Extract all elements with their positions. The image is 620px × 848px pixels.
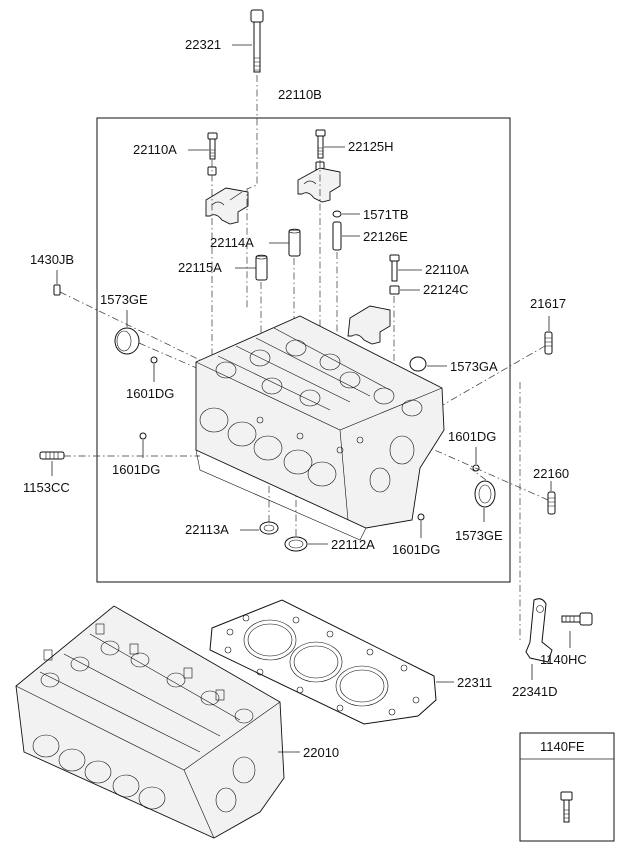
cam-cap-right <box>297 167 341 203</box>
label-1601DG-4: 1601DG <box>392 542 440 557</box>
cap-bolt-22110A-mid <box>389 254 400 282</box>
stud-1153CC <box>39 451 65 460</box>
oring-22112A <box>284 536 308 552</box>
label-1601DG-1: 1601DG <box>126 386 174 401</box>
bolt-1140HC <box>561 612 593 626</box>
label-22010: 22010 <box>303 745 339 760</box>
label-1573GA: 1573GA <box>450 359 498 374</box>
label-22110A-mid: 22110A <box>425 262 469 277</box>
cam-cap-bolt-left <box>207 132 218 160</box>
label-1573GE-left: 1573GE <box>100 292 148 307</box>
label-22110B: 22110B <box>278 87 322 102</box>
label-22110A-top: 22110A <box>133 142 177 157</box>
plug-1601DG-1 <box>150 356 158 364</box>
tube-22126E <box>332 221 342 251</box>
label-22126E: 22126E <box>363 229 408 244</box>
label-22311: 22311 <box>457 675 492 690</box>
label-21617: 21617 <box>530 296 566 311</box>
sleeve-22115A <box>255 254 268 281</box>
cylinder-head-exploded <box>195 315 445 541</box>
head-gasket-22311 <box>209 599 437 725</box>
seal-1573GE-right <box>474 480 496 508</box>
cam-cap-left <box>205 187 249 225</box>
plug-1573GA <box>409 356 427 372</box>
cylinder-head-assembly-22010 <box>15 605 285 839</box>
label-22114A: 22114A <box>210 235 254 250</box>
label-1140HC: 1140HC <box>540 652 587 667</box>
label-1430JB: 1430JB <box>30 252 74 267</box>
label-22115A: 22115A <box>178 260 222 275</box>
label-1571TB: 1571TB <box>363 207 409 222</box>
bracket-22341D <box>525 598 553 663</box>
cam-cap-mid <box>347 305 391 345</box>
label-1153CC: 1153CC <box>23 480 70 495</box>
label-22160: 22160 <box>533 466 569 481</box>
label-1140FE: 1140FE <box>540 739 585 754</box>
stud-21617 <box>544 331 553 355</box>
inset-box-1140FE <box>519 732 615 842</box>
seal-1571TB <box>332 210 342 218</box>
oring-22113A <box>259 521 279 535</box>
label-22125H: 22125H <box>348 139 394 154</box>
plug-1601DG-4 <box>417 513 425 521</box>
label-22124C: 22124C <box>423 282 469 297</box>
label-1601DG-2: 1601DG <box>112 462 160 477</box>
label-22341D: 22341D <box>512 684 558 699</box>
label-22113A: 22113A <box>185 522 229 537</box>
stud-1430JB <box>53 284 61 296</box>
label-22112A: 22112A <box>331 537 375 552</box>
label-1573GE-right: 1573GE <box>455 528 503 543</box>
cam-cap-bolt-right <box>315 129 326 159</box>
label-22321: 22321 <box>185 37 221 52</box>
dowel-22124C <box>389 285 400 295</box>
plug-1573GE-left <box>114 327 140 355</box>
sleeve-22114A <box>288 228 301 257</box>
stud-22160 <box>547 491 556 515</box>
label-1601DG-3: 1601DG <box>448 429 496 444</box>
plug-1601DG-2 <box>139 432 147 440</box>
head-bolt-22321 <box>250 9 264 73</box>
assembly-frame <box>96 117 511 583</box>
